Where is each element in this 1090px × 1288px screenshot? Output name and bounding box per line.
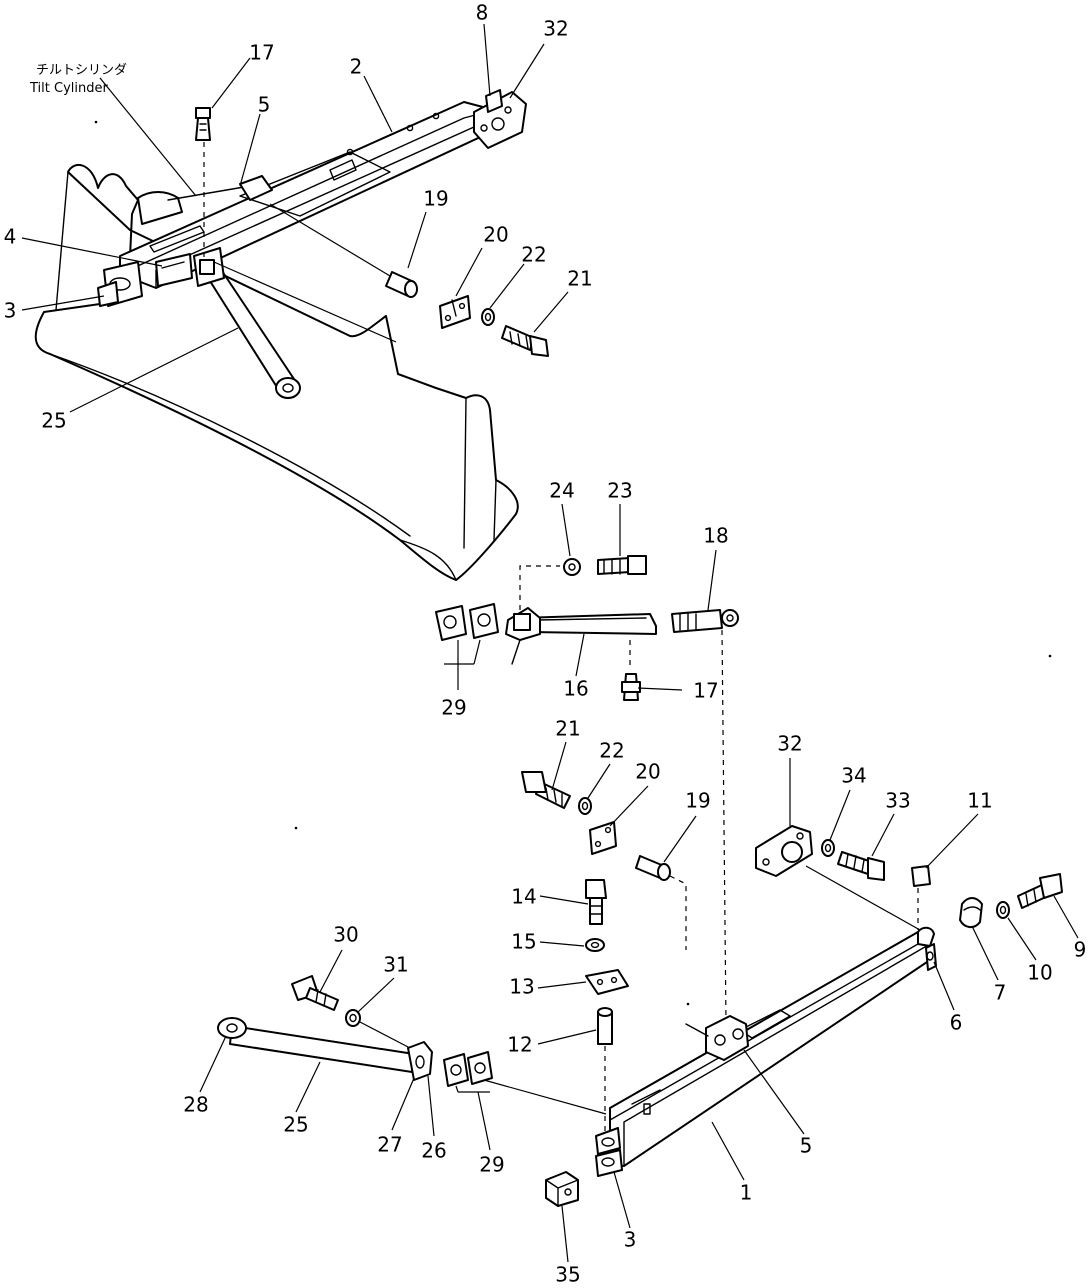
callout-14: 14 — [511, 885, 536, 909]
callout-19b: 19 — [685, 789, 710, 813]
rod-end-18 — [671, 609, 739, 1023]
callout-16: 16 — [563, 677, 588, 701]
callout-15: 15 — [511, 930, 536, 954]
callout-27: 27 — [377, 1133, 402, 1157]
callout-10: 10 — [1027, 961, 1052, 985]
upper-construction-lines — [99, 77, 397, 343]
upper-grease-fitting-17 — [195, 107, 211, 258]
nut-11 — [911, 865, 931, 930]
callout-32: 32 — [543, 17, 568, 41]
caption-japanese: チルトシリンダ — [36, 63, 127, 78]
callout-21b: 21 — [555, 717, 580, 741]
upper-clevis-3 — [97, 261, 143, 307]
plate-20 — [589, 821, 617, 855]
washer-31 — [345, 1009, 361, 1027]
leader-lines — [21, 23, 1079, 1263]
callout-31: 31 — [383, 953, 408, 977]
callout-1: 1 — [740, 1181, 753, 1205]
callout-2: 2 — [350, 55, 363, 79]
callouts: 8 32 17 2 5 19 20 22 21 4 3 25 24 23 18 … — [4, 1, 1087, 1287]
callout-22: 22 — [521, 243, 546, 267]
bolt-23 — [597, 555, 647, 575]
callout-12: 12 — [507, 1033, 532, 1057]
specks — [94, 120, 1052, 1006]
cap-7 — [959, 897, 983, 928]
callout-13: 13 — [509, 975, 534, 999]
callout-17b: 17 — [693, 679, 718, 703]
bolt-33 — [837, 851, 885, 881]
bolt-9 — [1017, 873, 1063, 909]
callout-23: 23 — [607, 479, 632, 503]
washer-24 — [563, 558, 581, 576]
upper-plate-20 — [439, 295, 471, 329]
callout-3b: 3 — [624, 1228, 637, 1252]
upper-brace-25 — [193, 247, 301, 399]
washer-34 — [821, 839, 835, 857]
upper-bracket-8-32 — [473, 89, 527, 149]
callout-30: 30 — [333, 923, 358, 947]
upper-bolt-21 — [501, 325, 549, 357]
callout-4: 4 — [4, 225, 17, 249]
callout-18: 18 — [703, 524, 728, 548]
callout-8: 8 — [476, 1, 489, 25]
callout-34: 34 — [841, 764, 866, 788]
lower-brace-25 — [217, 1017, 607, 1115]
grease-fitting-17 — [621, 640, 641, 701]
lower-frame-1 — [609, 926, 937, 1167]
plate-13 — [585, 969, 629, 995]
callout-9: 9 — [1074, 938, 1087, 962]
upper-tilt-cylinder — [137, 175, 273, 225]
callout-25: 25 — [41, 409, 66, 433]
callout-25b: 25 — [283, 1113, 308, 1137]
tilt-cylinder-16 — [505, 565, 657, 665]
bracket-32 — [755, 825, 921, 931]
callout-33: 33 — [885, 789, 910, 813]
callout-5: 5 — [258, 93, 271, 117]
callout-11: 11 — [967, 789, 992, 813]
callout-28: 28 — [183, 1093, 208, 1117]
lower-clevis-3 — [595, 1127, 623, 1177]
lower-bracket-5 — [685, 1015, 749, 1061]
callout-3: 3 — [4, 299, 17, 323]
callout-19: 19 — [423, 187, 448, 211]
callout-29: 29 — [441, 696, 466, 720]
callout-7: 7 — [994, 981, 1007, 1005]
callout-6: 6 — [950, 1011, 963, 1035]
callout-35: 35 — [555, 1263, 580, 1287]
callout-17: 17 — [249, 41, 274, 65]
callout-21: 21 — [567, 267, 592, 291]
washer-10 — [996, 901, 1010, 919]
callout-32b: 32 — [777, 732, 802, 756]
upper-washer-22 — [481, 308, 495, 326]
callout-20: 20 — [483, 223, 508, 247]
callout-24: 24 — [549, 479, 574, 503]
bolt-14 — [585, 879, 607, 925]
bolt-30 — [291, 975, 339, 1011]
callout-22b: 22 — [599, 739, 624, 763]
callout-20b: 20 — [635, 760, 660, 784]
block-35 — [545, 1171, 579, 1207]
pin-19 — [635, 855, 687, 950]
shims-29-upper — [435, 603, 499, 641]
shims-29-lower — [443, 1051, 493, 1087]
caption-english: Tilt Cylinder — [29, 81, 108, 96]
callout-26: 26 — [421, 1139, 446, 1163]
bolt-21 — [521, 771, 571, 809]
callout-5b: 5 — [800, 1134, 813, 1158]
upper-pin-19 — [269, 203, 418, 298]
upper-plate-4 — [155, 253, 193, 287]
pin-12 — [597, 1007, 613, 1132]
callout-29b: 29 — [479, 1153, 504, 1177]
washer-22 — [578, 797, 592, 815]
washer-15 — [585, 938, 605, 952]
